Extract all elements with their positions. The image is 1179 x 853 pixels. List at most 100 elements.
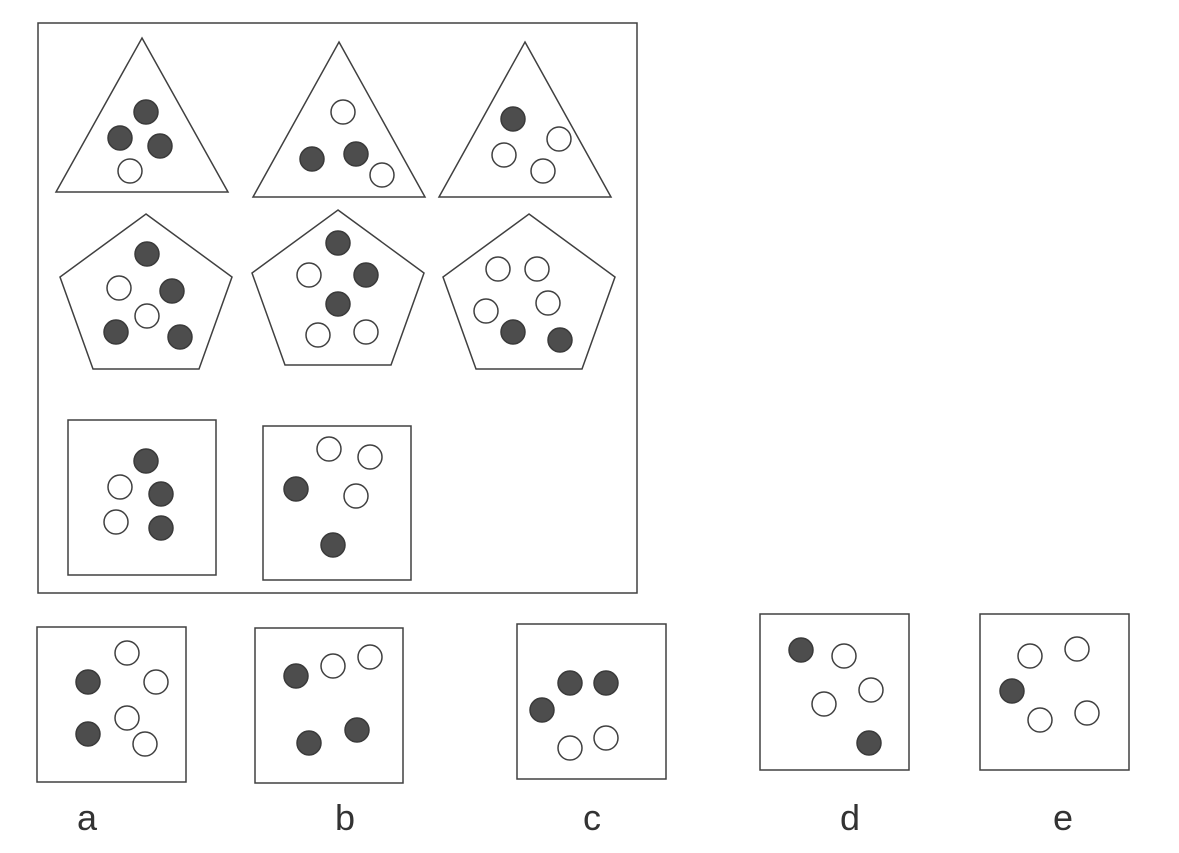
filled-dot — [75, 721, 101, 747]
triangle-outline — [437, 40, 613, 198]
pentagon-outline — [59, 213, 233, 370]
option-d[interactable] — [759, 613, 910, 771]
empty-dot — [134, 303, 160, 329]
filled-dot — [500, 319, 526, 345]
matrix-cell-square — [67, 419, 217, 576]
filled-dot — [133, 99, 159, 125]
option-b-frame — [254, 627, 404, 784]
empty-dot — [1064, 636, 1090, 662]
filled-dot — [593, 670, 619, 696]
option-a-frame — [36, 626, 187, 783]
empty-dot — [103, 509, 129, 535]
empty-dot — [357, 444, 383, 470]
option-label-b[interactable]: b — [334, 797, 356, 838]
empty-dot — [546, 126, 572, 152]
filled-dot — [283, 663, 309, 689]
matrix-cell-triangle — [437, 40, 613, 198]
option-e-frame — [979, 613, 1130, 771]
matrix-cell-pentagon — [59, 213, 233, 370]
answer-options — [36, 613, 1130, 784]
empty-dot — [296, 262, 322, 288]
matrix-cell-triangle — [54, 36, 230, 193]
empty-dot — [831, 643, 857, 669]
matrix-cell-pentagon — [251, 209, 425, 366]
filled-dot — [547, 327, 573, 353]
option-e[interactable] — [979, 613, 1130, 771]
square-outline — [67, 419, 217, 576]
filled-dot — [296, 730, 322, 756]
filled-dot — [299, 146, 325, 172]
filled-dot — [557, 670, 583, 696]
empty-dot — [305, 322, 331, 348]
empty-dot — [343, 483, 369, 509]
filled-dot — [856, 730, 882, 756]
filled-dot — [529, 697, 555, 723]
option-label-d[interactable]: d — [839, 797, 861, 838]
empty-dot — [524, 256, 550, 282]
filled-dot — [788, 637, 814, 663]
matrix-cell-triangle — [251, 40, 427, 198]
filled-dot — [134, 241, 160, 267]
option-label-c[interactable]: c — [583, 797, 601, 838]
empty-dot — [530, 158, 556, 184]
empty-dot — [320, 653, 346, 679]
option-c-frame — [516, 623, 667, 780]
empty-dot — [811, 691, 837, 717]
filled-dot — [344, 717, 370, 743]
filled-dot — [133, 448, 159, 474]
option-a[interactable] — [36, 626, 187, 783]
filled-dot — [999, 678, 1025, 704]
empty-dot — [143, 669, 169, 695]
option-c[interactable] — [516, 623, 667, 780]
matrix-frame — [37, 22, 638, 594]
filled-dot — [325, 291, 351, 317]
empty-dot — [535, 290, 561, 316]
filled-dot — [353, 262, 379, 288]
empty-dot — [316, 436, 342, 462]
filled-dot — [159, 278, 185, 304]
empty-dot — [491, 142, 517, 168]
option-label-a[interactable]: a — [76, 797, 98, 838]
empty-dot — [485, 256, 511, 282]
square-outline — [262, 425, 412, 581]
triangle-outline — [251, 40, 427, 198]
triangle-outline — [54, 36, 230, 193]
empty-dot — [107, 474, 133, 500]
option-d-frame — [759, 613, 910, 771]
filled-dot — [320, 532, 346, 558]
empty-dot — [106, 275, 132, 301]
empty-dot — [1074, 700, 1100, 726]
filled-dot — [147, 133, 173, 159]
filled-dot — [103, 319, 129, 345]
filled-dot — [343, 141, 369, 167]
filled-dot — [283, 476, 309, 502]
option-b[interactable] — [254, 627, 404, 784]
pentagon-outline — [442, 213, 616, 370]
empty-dot — [114, 705, 140, 731]
empty-dot — [593, 725, 619, 751]
empty-dot — [114, 640, 140, 666]
filled-dot — [325, 230, 351, 256]
pentagon-outline — [251, 209, 425, 366]
empty-dot — [353, 319, 379, 345]
filled-dot — [148, 481, 174, 507]
filled-dot — [500, 106, 526, 132]
empty-dot — [117, 158, 143, 184]
empty-dot — [369, 162, 395, 188]
empty-dot — [557, 735, 583, 761]
filled-dot — [107, 125, 133, 151]
filled-dot — [167, 324, 193, 350]
matrix-cell-square — [262, 425, 412, 581]
empty-dot — [473, 298, 499, 324]
empty-dot — [1017, 643, 1043, 669]
filled-dot — [75, 669, 101, 695]
empty-dot — [357, 644, 383, 670]
empty-dot — [858, 677, 884, 703]
empty-dot — [330, 99, 356, 125]
filled-dot — [148, 515, 174, 541]
matrix-cell-pentagon — [442, 213, 616, 370]
option-label-e[interactable]: e — [1052, 797, 1074, 838]
empty-dot — [132, 731, 158, 757]
matrix-grid — [54, 36, 616, 581]
